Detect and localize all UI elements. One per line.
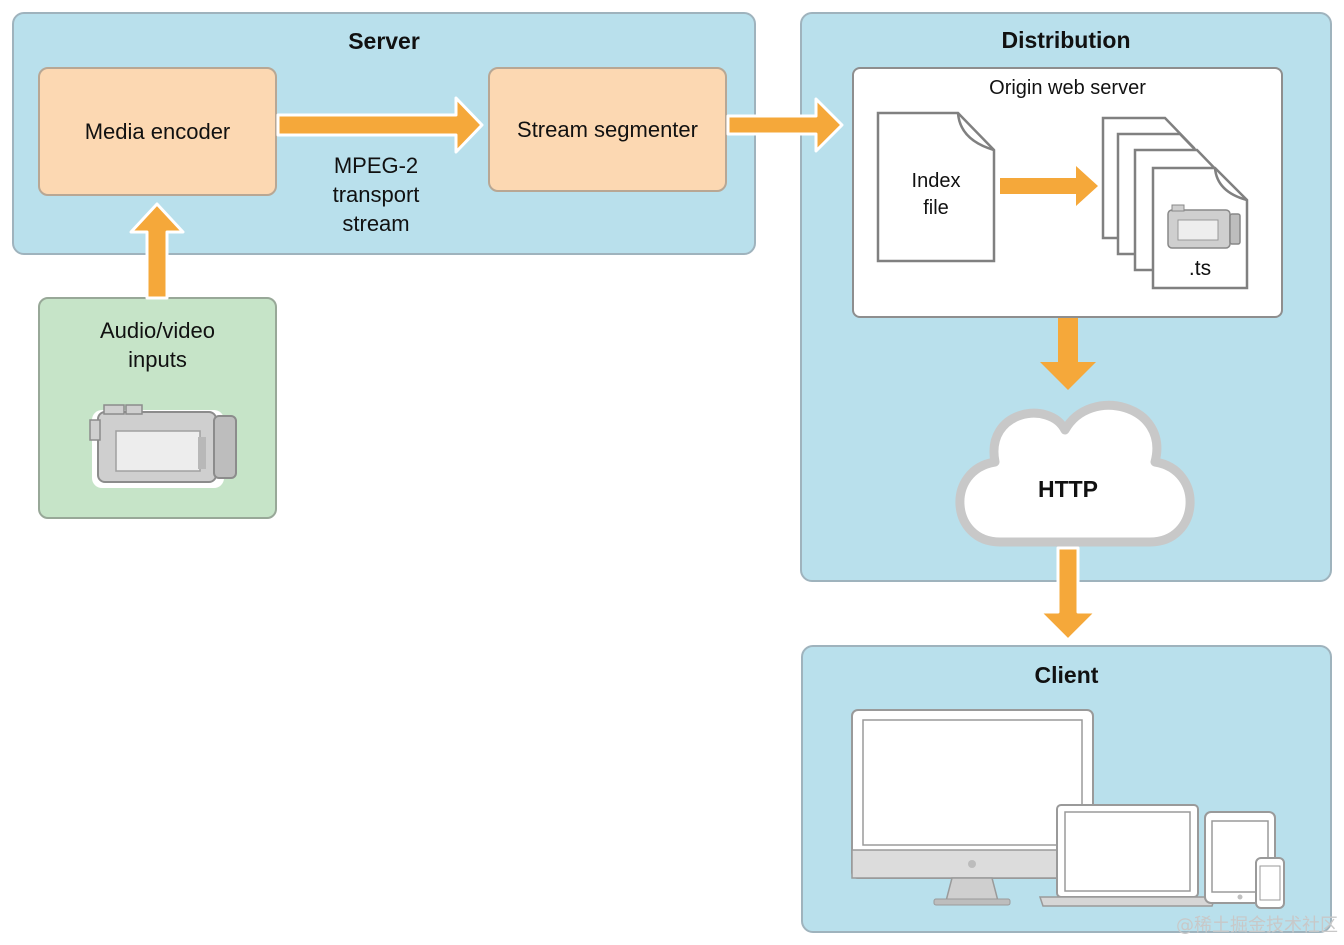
watermark-text: @稀土掘金技术社区	[1176, 915, 1338, 936]
client-title: Client	[1034, 662, 1099, 688]
transport-stream-label: MPEG-2 transport stream	[332, 153, 420, 236]
arrow-encoder-to-segmenter	[276, 96, 484, 154]
arrow-segmenter-to-distribution	[726, 97, 844, 153]
distribution-title: Distribution	[1001, 27, 1131, 53]
stream-segmenter-box: Stream segmenter	[488, 67, 727, 192]
video-camera-icon	[89, 404, 237, 488]
laptop-icon	[1038, 804, 1217, 907]
stream-segmenter-label: Stream segmenter	[517, 116, 698, 142]
desktop-monitor-icon	[851, 709, 1094, 906]
index-file-icon	[876, 111, 996, 263]
ts-files-icon	[1101, 116, 1249, 290]
index-file-label: Index file	[911, 170, 961, 219]
ts-label: .ts	[1188, 257, 1212, 280]
phone-icon	[1255, 857, 1285, 909]
media-encoder-label: Media encoder	[84, 118, 231, 144]
audio-video-inputs-label: Audio/video inputs	[100, 318, 215, 372]
ts-camcorder-icon	[1167, 204, 1241, 249]
arrow-http-to-client	[1038, 546, 1098, 642]
http-label: HTTP	[1037, 476, 1099, 502]
media-encoder-box: Media encoder	[38, 67, 277, 196]
arrow-inputs-to-encoder	[129, 202, 185, 300]
server-title: Server	[348, 28, 420, 54]
origin-web-server-label: Origin web server	[989, 77, 1146, 99]
arrow-origin-to-http	[1040, 318, 1096, 390]
http-cloud-icon	[955, 400, 1195, 547]
arrow-index-to-ts	[1000, 166, 1098, 206]
